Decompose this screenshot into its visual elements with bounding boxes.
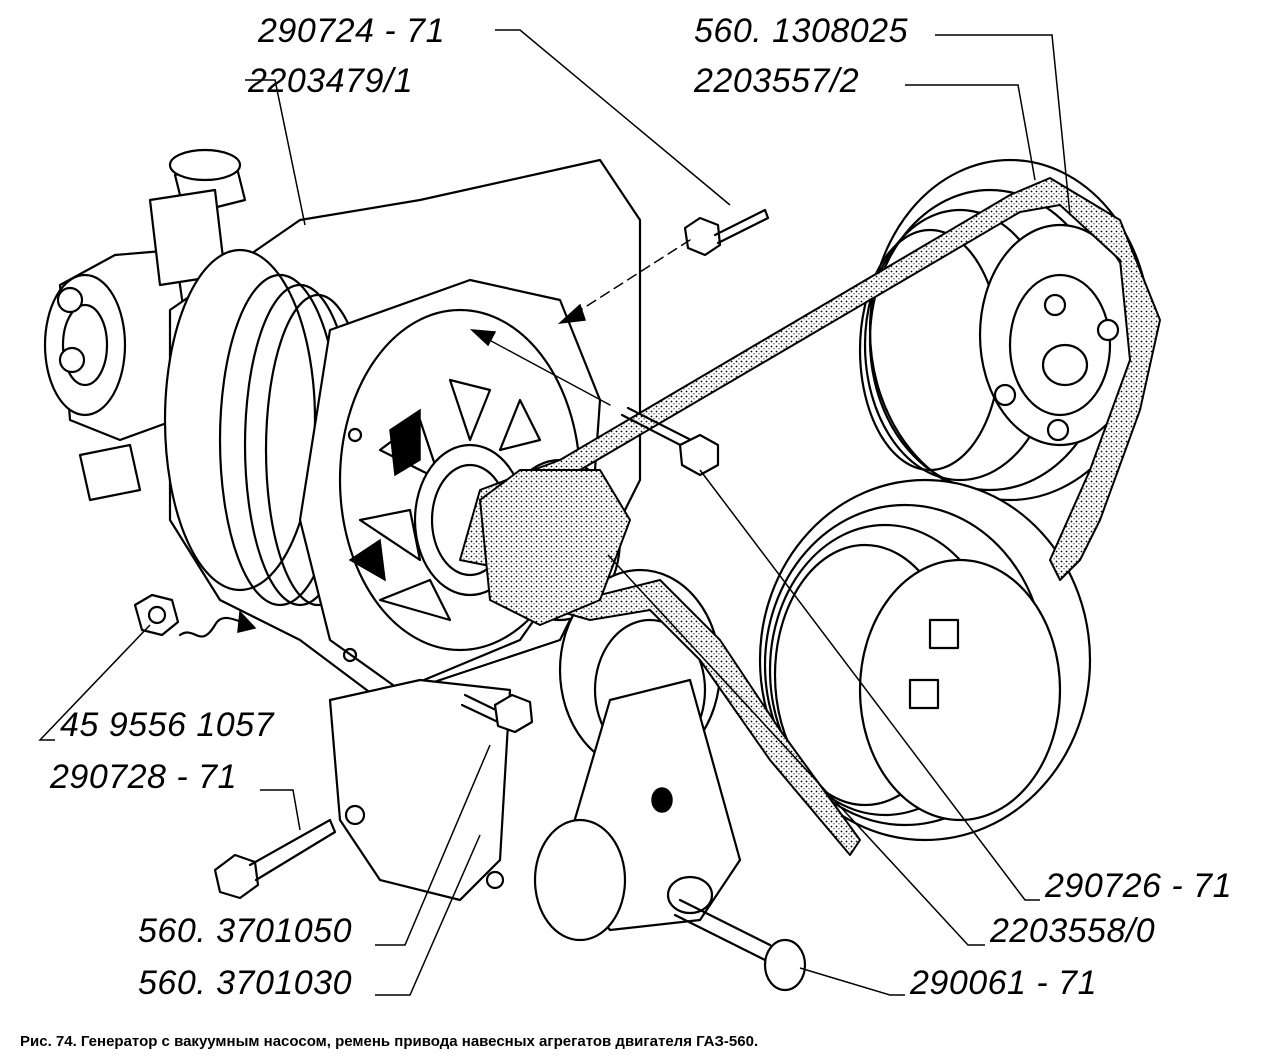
label-560-1308025: 560. 1308025 [694,12,908,50]
label-290726-71: 290726 - 71 [1044,867,1232,905]
leader-lines [38,29,1071,996]
bolt-middle [620,406,720,477]
label-2203558-0: 2203558/0 [989,912,1155,950]
vacuum-pump [43,148,247,502]
bolt-lower-center [460,693,534,734]
label-290728-71: 290728 - 71 [49,758,237,796]
nut [133,593,180,637]
figure-caption: Рис. 74. Генератор с вакуумным насосом, … [20,1033,758,1050]
fan [348,378,542,622]
label-560-3701050: 560. 3701050 [138,912,352,950]
label-290061-71: 290061 - 71 [909,964,1097,1002]
bolt-tensioner [673,898,807,992]
bolt-left [213,818,337,900]
label-290724-71: 290724 - 71 [257,12,445,50]
bolt-top [683,208,770,257]
crankshaft-pulley [758,478,1092,842]
label-560-3701030: 560. 3701030 [138,964,352,1002]
label-45-9556-1057: 45 9556 1057 [60,706,275,744]
label-2203479-1: 2203479/1 [247,62,413,100]
assembly-arrows [178,239,691,638]
label-2203557-2: 2203557/2 [693,62,859,100]
drive-belt [459,177,1161,856]
part-labels: 290724 - 71 2203479/1 560. 1308025 22035… [49,12,1232,1002]
